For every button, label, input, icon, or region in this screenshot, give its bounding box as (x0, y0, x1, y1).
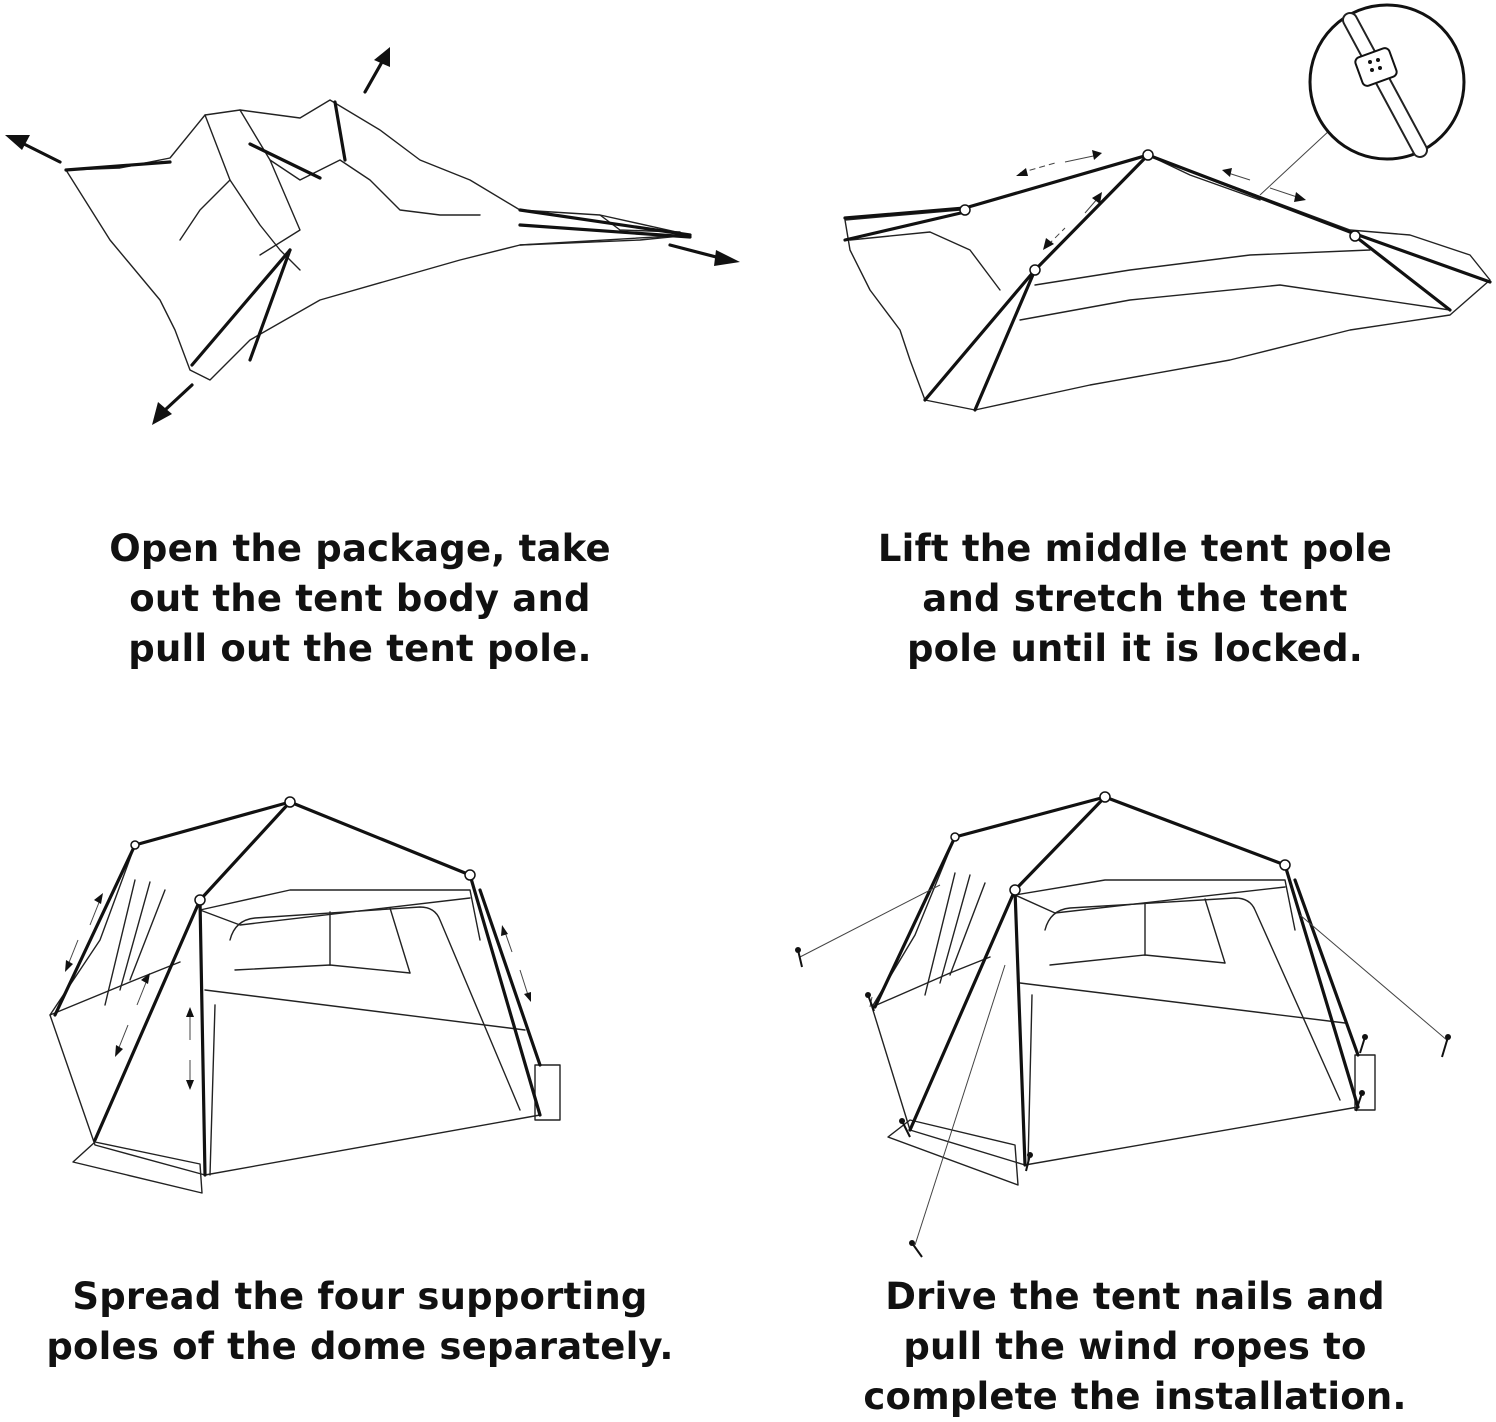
step-2-illustration-lift-pole (843, 3, 1492, 412)
arrow-right-icon (668, 243, 740, 266)
step-1-caption-line-2: out the tent body and (129, 577, 591, 620)
step-2-caption: Lift the middle tent pole and stretch th… (835, 524, 1435, 674)
step-4-caption: Drive the tent nails and pull the wind r… (835, 1272, 1435, 1422)
step-1-caption-line-1: Open the package, take (109, 527, 611, 570)
tent-nails-icon (795, 947, 1451, 1258)
step-4-caption-line-3: complete the installation. (863, 1375, 1407, 1418)
step-4-illustration-stake-and-ropes (795, 791, 1451, 1258)
wind-ropes (799, 884, 1449, 1246)
arrow-up-icon (363, 47, 390, 94)
stretch-arrows-icon (1016, 150, 1306, 250)
pole-lock-detail-icon (1259, 3, 1466, 196)
step-3-caption: Spread the four supporting poles of the … (40, 1272, 680, 1372)
step-2-caption-line-3: pole until it is locked. (906, 627, 1364, 670)
step-4-caption-line-1: Drive the tent nails and (885, 1275, 1385, 1318)
arrow-left-icon (5, 135, 62, 164)
step-1-caption: Open the package, take out the tent body… (60, 524, 660, 674)
step-3-illustration-spread-poles (49, 796, 561, 1194)
step-1-caption-line-3: pull out the tent pole. (128, 627, 592, 670)
step-2-caption-line-1: Lift the middle tent pole (877, 527, 1393, 570)
step-3-caption-line-2: poles of the dome separately. (46, 1325, 674, 1368)
step-4-caption-line-2: pull the wind ropes to (903, 1325, 1367, 1368)
step-3-caption-line-1: Spread the four supporting (72, 1275, 648, 1318)
spread-arrows-icon (65, 893, 531, 1090)
step-1-illustration-unfold-tent (5, 47, 740, 425)
step-2-caption-line-2: and stretch the tent (922, 577, 1348, 620)
arrow-down-left-icon (152, 383, 194, 425)
